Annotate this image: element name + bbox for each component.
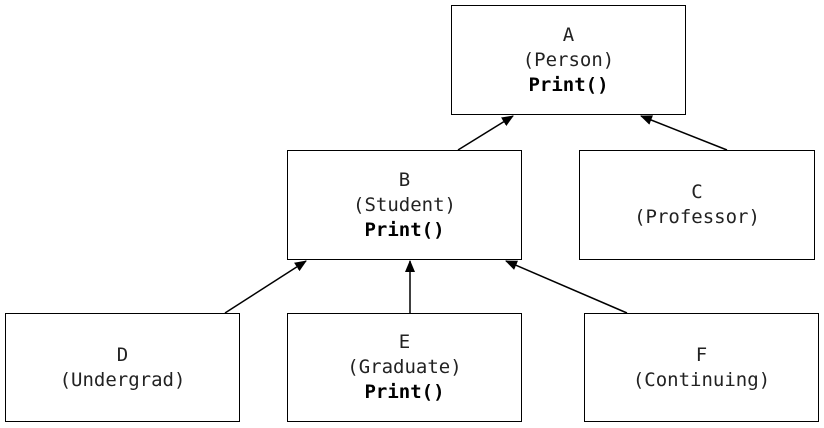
class-node-student: B (Student) Print() [287,150,522,260]
node-letter: A [562,23,575,46]
class-node-graduate: E (Graduate) Print() [287,313,522,422]
node-class-name: (Student) [353,193,456,216]
node-method: Print() [528,73,609,96]
class-node-continuing: F (Continuing) [584,313,819,422]
node-letter: E [398,331,411,353]
class-node-person: A (Person) Print() [451,5,686,115]
edge-F-to-B [505,260,628,314]
edge-D-to-B [224,260,307,314]
node-class-name: (Continuing) [632,368,771,391]
class-node-undergrad: D (Undergrad) [5,313,240,422]
node-class-name: (Undergrad) [59,368,186,391]
node-method: Print() [364,381,445,403]
class-node-professor: C (Professor) [579,150,815,260]
node-letter: C [691,181,703,203]
node-letter: D [116,343,129,366]
node-class-name: (Person) [522,48,615,71]
node-class-name: (Graduate) [347,356,462,378]
node-class-name: (Professor) [634,206,760,228]
node-letter: B [398,168,411,191]
node-method: Print() [364,218,445,241]
edge-C-to-A [640,115,728,151]
node-letter: F [695,343,708,366]
edge-B-to-A [457,115,514,151]
